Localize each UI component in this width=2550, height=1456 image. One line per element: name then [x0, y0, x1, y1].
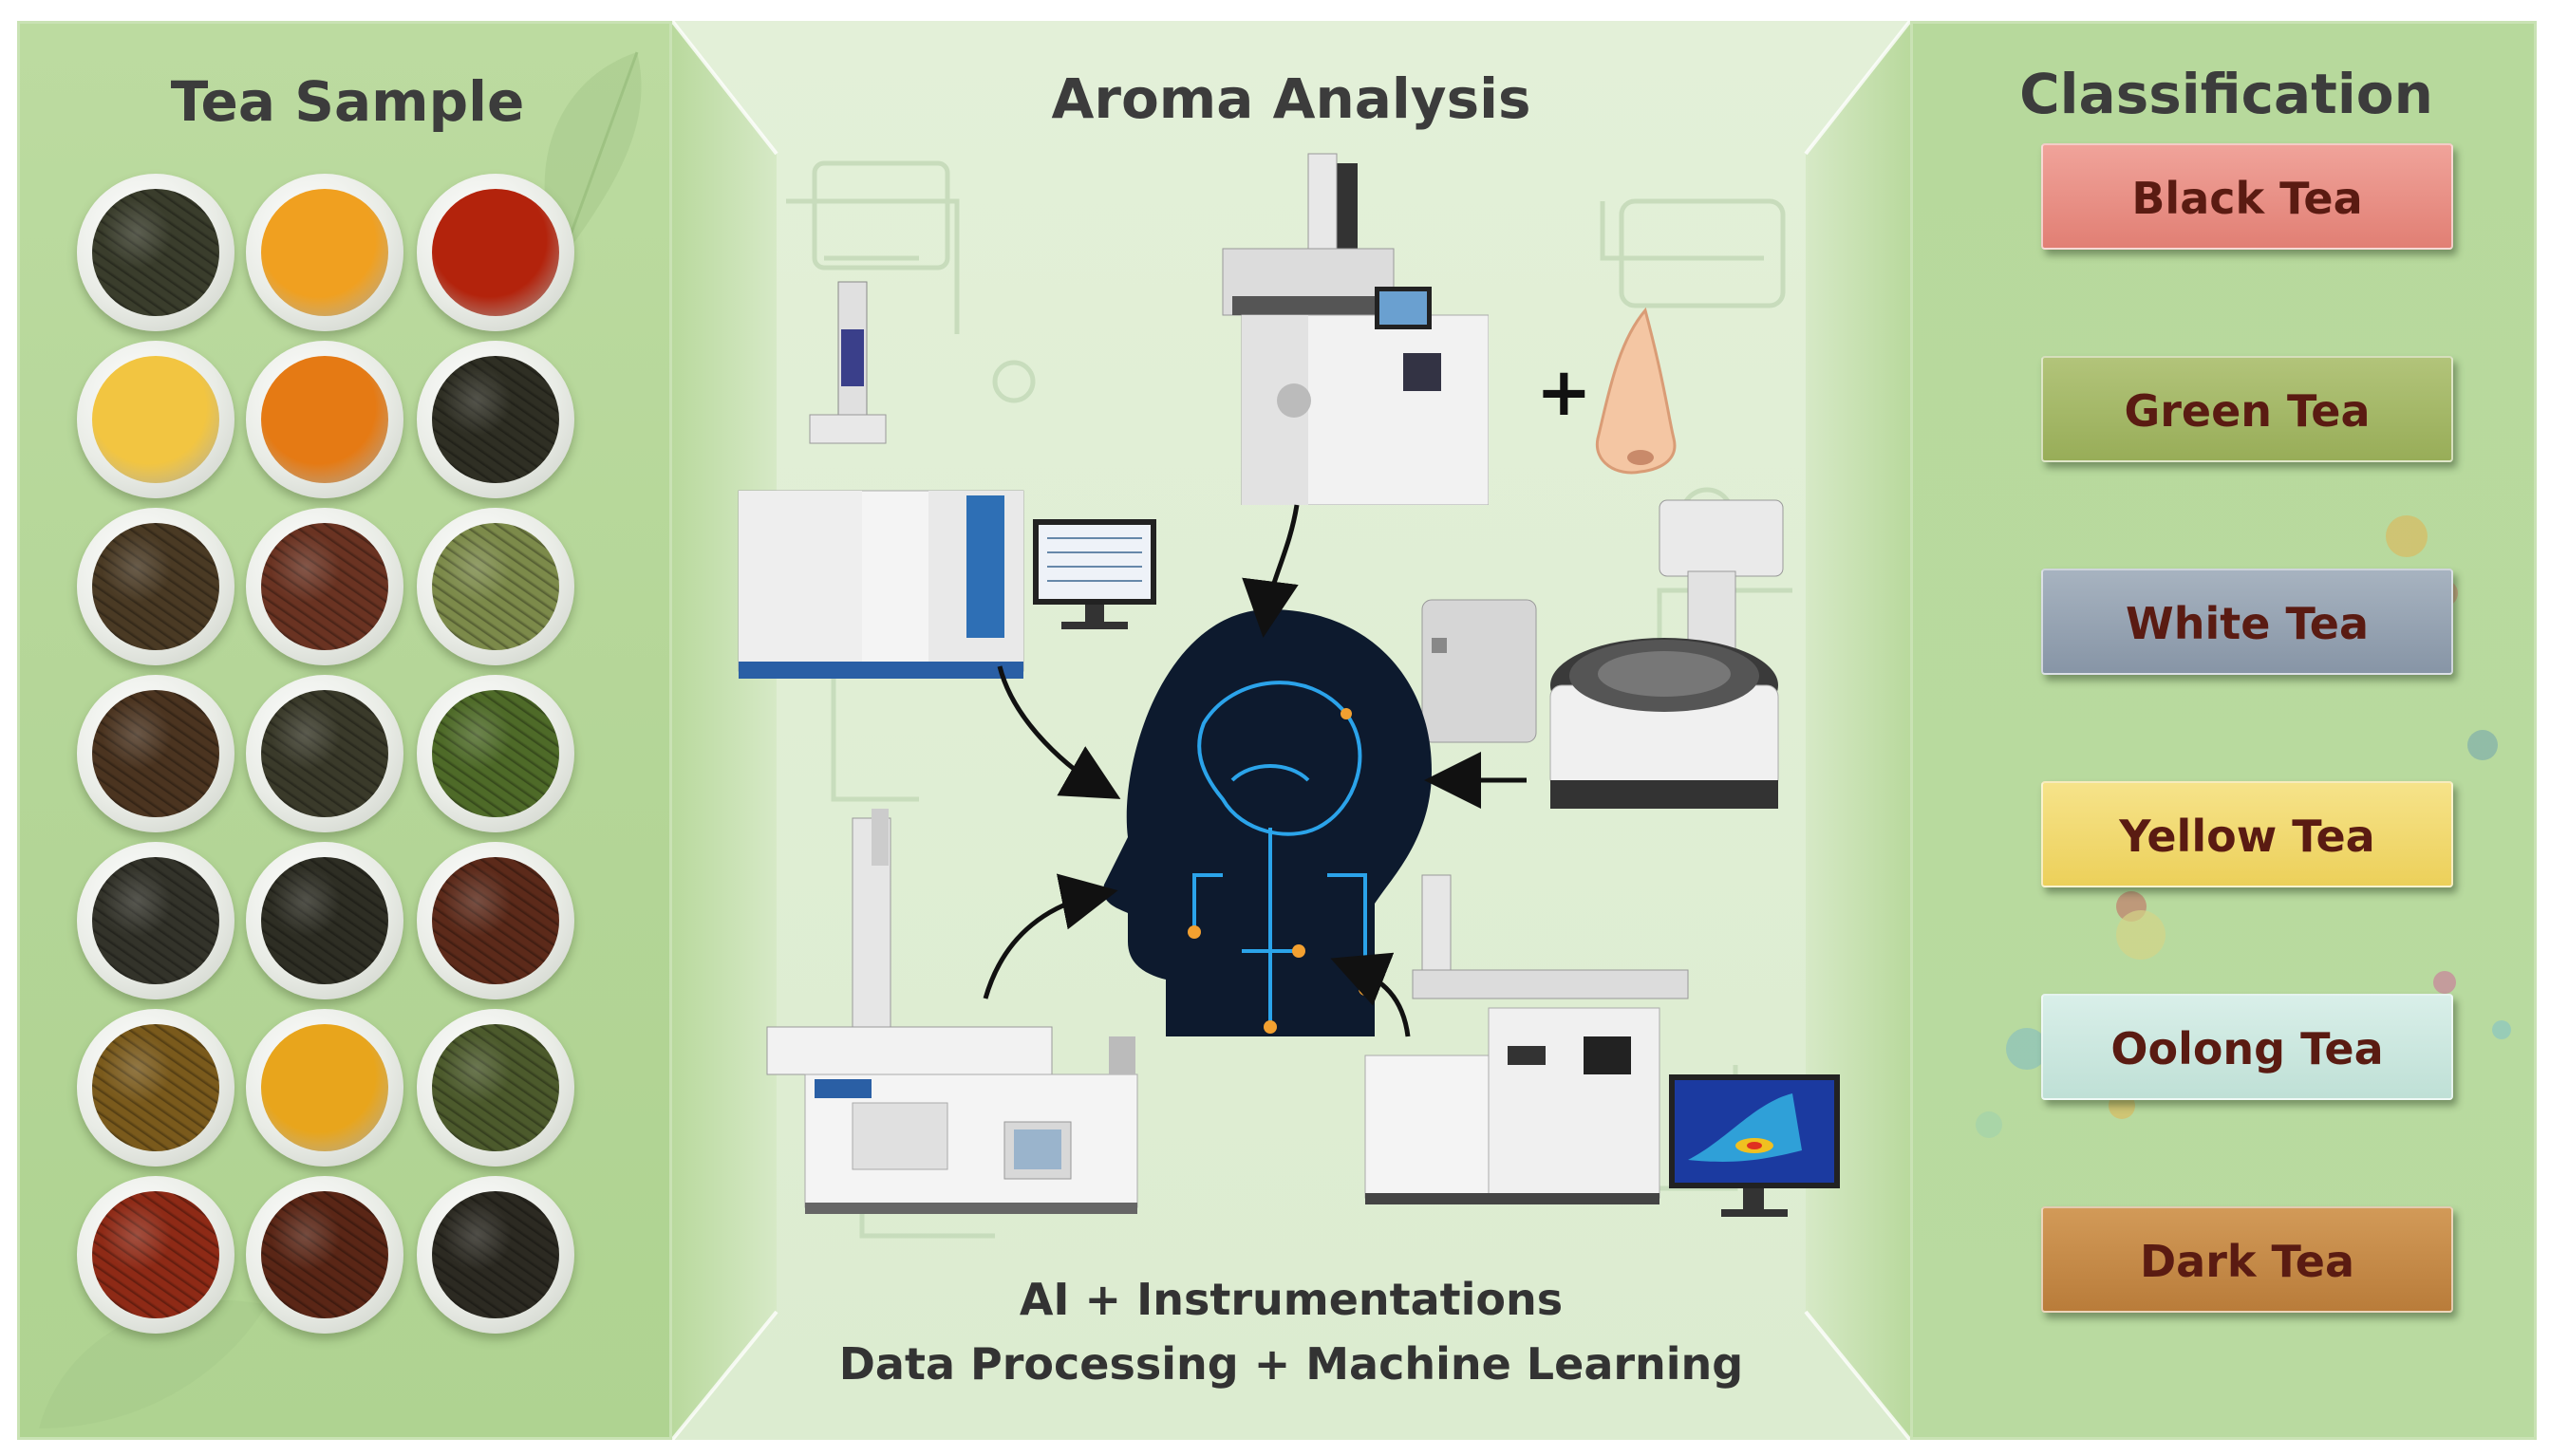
classification-white-tea: White Tea — [2041, 569, 2453, 675]
dark-leaf-icon — [92, 857, 219, 984]
arrow-from-gc — [1242, 504, 1300, 638]
gcxgc-instrument-icon — [1364, 874, 1840, 1217]
tea-bowl — [246, 1009, 403, 1167]
tea-bowl — [77, 1009, 234, 1167]
tea-bowl — [77, 842, 234, 999]
arrow-from-gc-ims — [983, 873, 1118, 999]
tea-bowl — [417, 1009, 574, 1167]
leaf-decoration-icon — [544, 51, 642, 262]
leaf-decoration-icon — [39, 1300, 267, 1428]
tea-bowl — [417, 675, 574, 832]
plus-sign: + — [1536, 353, 1592, 431]
tea-bowl — [417, 508, 574, 665]
tea-bowl — [77, 174, 234, 331]
classification-oolong-tea: Oolong Tea — [2041, 994, 2453, 1100]
tea-bowl — [246, 675, 403, 832]
tea-bowl — [246, 1176, 403, 1334]
tea-bowl — [417, 341, 574, 498]
e-nose-instrument-icon — [1421, 499, 1784, 809]
dark-leaf-icon — [432, 1191, 559, 1318]
arrow-from-gc-ms — [997, 665, 1121, 799]
ai-brain-head-icon — [1103, 609, 1432, 1036]
amber-liquor-icon — [261, 189, 388, 316]
gc-ms-instrument-icon — [738, 281, 1156, 679]
yellow-liquor-icon — [92, 356, 219, 483]
classification-dark-tea: Dark Tea — [2041, 1206, 2453, 1313]
caption-line-1: AI + Instrumentations — [1019, 1274, 1564, 1325]
tea-bowl — [77, 508, 234, 665]
tea-bowl — [417, 842, 574, 999]
red-leaf-icon — [432, 857, 559, 984]
tea-sample-panel: Tea Sample — [17, 21, 672, 1440]
tea-bowl — [77, 1176, 234, 1334]
nose-icon — [1595, 307, 1677, 475]
tea-bowl — [246, 341, 403, 498]
aroma-analysis-panel: Aroma Analysis + — [672, 21, 1910, 1440]
red-liquor-icon — [432, 189, 559, 316]
aroma-analysis-title: Aroma Analysis — [1051, 66, 1531, 131]
tea-bowl — [246, 508, 403, 665]
classification-title: Classification — [2019, 62, 2433, 126]
green-leaf-icon — [432, 1024, 559, 1151]
tea-bowl — [417, 174, 574, 331]
fruit-leaf-icon — [261, 523, 388, 650]
amber-liquor-icon — [261, 1024, 388, 1151]
mixed-leaf-icon — [92, 523, 219, 650]
tea-bowl — [417, 1176, 574, 1334]
brown-leaf-icon — [92, 690, 219, 817]
arrow-from-gcxgc — [1330, 952, 1411, 1037]
dark-leaf-icon — [261, 857, 388, 984]
berry-leaf-icon — [261, 1191, 388, 1318]
tea-bowl — [246, 842, 403, 999]
gas-chromatograph-icon — [1222, 153, 1489, 505]
petal-icon — [92, 1191, 219, 1318]
green-leaf-icon — [432, 523, 559, 650]
tea-bowl — [77, 341, 234, 498]
dark-leaf-icon — [92, 189, 219, 316]
orange-liquor-icon — [261, 356, 388, 483]
flow-arrows — [983, 504, 1527, 1037]
green-leaf-icon — [432, 690, 559, 817]
classification-black-tea: Black Tea — [2041, 143, 2453, 250]
dark-leaf-icon — [261, 690, 388, 817]
classification-green-tea: Green Tea — [2041, 356, 2453, 462]
dark-leaf-icon — [432, 356, 559, 483]
gc-ims-instrument-icon — [766, 809, 1138, 1214]
caption-line-2: Data Processing + Machine Learning — [838, 1338, 1744, 1390]
tea-bowl — [77, 675, 234, 832]
flower-leaf-icon — [92, 1024, 219, 1151]
tea-sample-title: Tea Sample — [170, 69, 525, 134]
tea-bowl — [246, 174, 403, 331]
classification-yellow-tea: Yellow Tea — [2041, 781, 2453, 887]
